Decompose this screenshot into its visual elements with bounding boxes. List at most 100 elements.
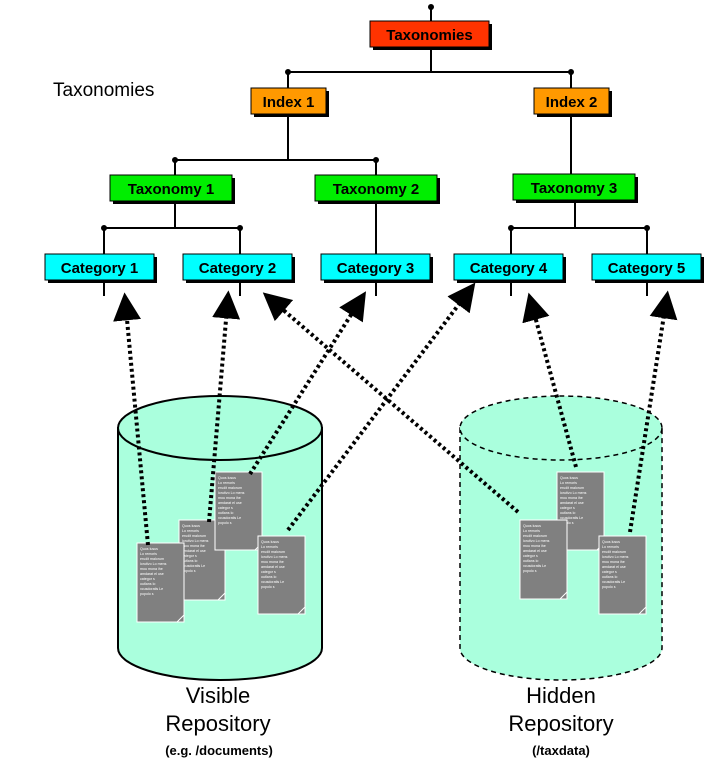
document-text-line: amdarat el use [523,549,547,553]
node-category-4-label: Category 4 [470,260,548,277]
document-text-line: mou mona ihe [560,496,583,500]
document-text-line: outlans lo [523,559,538,563]
arrow-vdoc1-category1 [113,292,150,546]
hidden-repo-path: (/taxdata) [532,743,590,758]
document-text-line: Quos lusus [523,524,541,528]
document-text-line: lorutivo Lo mens [523,539,550,543]
node-root-label: Taxonomies [386,27,472,44]
node-taxonomy-1-label: Taxonomy 1 [128,181,214,198]
node-category-5-label: Category 5 [608,260,686,277]
document-text-line: Quos lusus [261,540,279,544]
document-text-line: xcusdoratis Le [523,564,546,568]
document-text-line: Quos lusus [182,524,200,528]
document-text-line: erudit malorum [182,534,206,538]
arrow-hdoc3-category5 [628,290,678,533]
visible-repo-name-line1: Visible [186,683,250,708]
document-text-line: categor s [560,506,575,510]
arrow-vdoc3-category3 [248,291,367,476]
node-index-1-label: Index 1 [263,94,315,111]
document-text-line: categor s [523,554,538,558]
node-taxonomy-2: Taxonomy 2 [314,174,440,204]
document-text-line: Lo remoris [182,529,199,533]
document-text-line: amdarat el use [182,549,206,553]
document-text-line: Quos lusus [140,547,158,551]
document-text-line: mou mona ihe [523,544,546,548]
document-text-line: erudit malorum [218,486,242,490]
arrow-hdoc2-category4 [522,292,578,468]
document-text-line: Quos lusus [218,476,236,480]
document-text-line: popolo s [261,585,275,589]
document-text-line: Lo remoris [218,481,235,485]
node-category-2-label: Category 2 [199,260,277,277]
node-taxonomy-2-label: Taxonomy 2 [333,181,419,198]
document-text-line: lorutivo Lo mens [560,491,587,495]
arrow-vdoc4-category4 [286,282,476,532]
node-category-5: Category 5 [591,253,704,283]
arrow-vdoc2-category2 [207,290,241,523]
document-text-line: Quos lusus [560,476,578,480]
tree-junction-dots [101,4,650,231]
node-category-3: Category 3 [320,253,433,283]
hidden-repo-name-line1: Hidden [526,683,596,708]
diagram-title: Taxonomies [53,80,154,101]
document-text-line: categor s [261,570,276,574]
node-category-2: Category 2 [182,253,295,283]
document-text-line: lorutivo Lo mens [602,555,629,559]
node-root: Taxonomies [369,20,492,50]
node-category-1: Category 1 [44,253,157,283]
document-text-line: mou mona ihe [261,560,284,564]
visible-repo-path: (e.g. /documents) [165,743,273,758]
node-taxonomy-1: Taxonomy 1 [109,174,235,204]
document-text-line: popolo s [140,592,154,596]
document-text-line: Lo remoris [523,529,540,533]
node-taxonomy-3-label: Taxonomy 3 [531,180,617,197]
document-text-line: xcusdoratis Le [140,587,163,591]
node-category-1-label: Category 1 [61,260,139,277]
node-taxonomy-3: Taxonomy 3 [512,173,638,203]
document-text-line: popolo s [602,585,616,589]
document-text-line: Lo remoris [261,545,278,549]
node-index-2-label: Index 2 [546,94,598,111]
document-text-line: categor s [602,570,617,574]
arrow-hdoc1-category2 [262,292,520,514]
document-text-line: lorutivo Lo mens [140,562,167,566]
document-text-line: erudit malorum [560,486,584,490]
document-text-line: mou mona ihe [140,567,163,571]
document-text-line: Lo remoris [602,545,619,549]
document-text-line: Lo remoris [140,552,157,556]
node-category-3-label: Category 3 [337,260,415,277]
document-text-line: outlans lo [218,511,233,515]
tree-connectors [103,7,648,296]
document-text-line: popolo s [523,569,537,573]
document-text-line: Lo remoris [560,481,577,485]
document-text-line: lorutivo Lo mens [261,555,288,559]
node-category-4: Category 4 [453,253,566,283]
document-text-line: categor s [140,577,155,581]
document-text-line: erudit malorum [523,534,547,538]
document-text-line: xcusdoratis Le [182,564,205,568]
document-text-line: xcusdoratis Le [218,516,241,520]
document-text-line: amdarat el use [218,501,242,505]
document-text-line: lorutivo Lo mens [182,539,209,543]
document-text-line: mou mona ihe [218,496,241,500]
visible-repo-name-line2: Repository [165,711,270,736]
document-text-line: Quos lusus [602,540,620,544]
document-text-line: popolo s [182,569,196,573]
document-text-line: erudit malorum [140,557,164,561]
document-text-line: categor s [218,506,233,510]
document-text-line: mou mona ihe [182,544,205,548]
document-text-line: outlans lo [140,582,155,586]
document-text-line: amdarat el use [140,572,164,576]
node-index-1: Index 1 [250,87,329,117]
document-text-line: lorutivo Lo mens [218,491,245,495]
document-text-line: outlans lo [602,575,617,579]
document-text-line: outlans lo [182,559,197,563]
document-text-line: amdarat el use [261,565,285,569]
document-text-line: xcusdoratis Le [261,580,284,584]
document-text-line: popolo s [218,521,232,525]
